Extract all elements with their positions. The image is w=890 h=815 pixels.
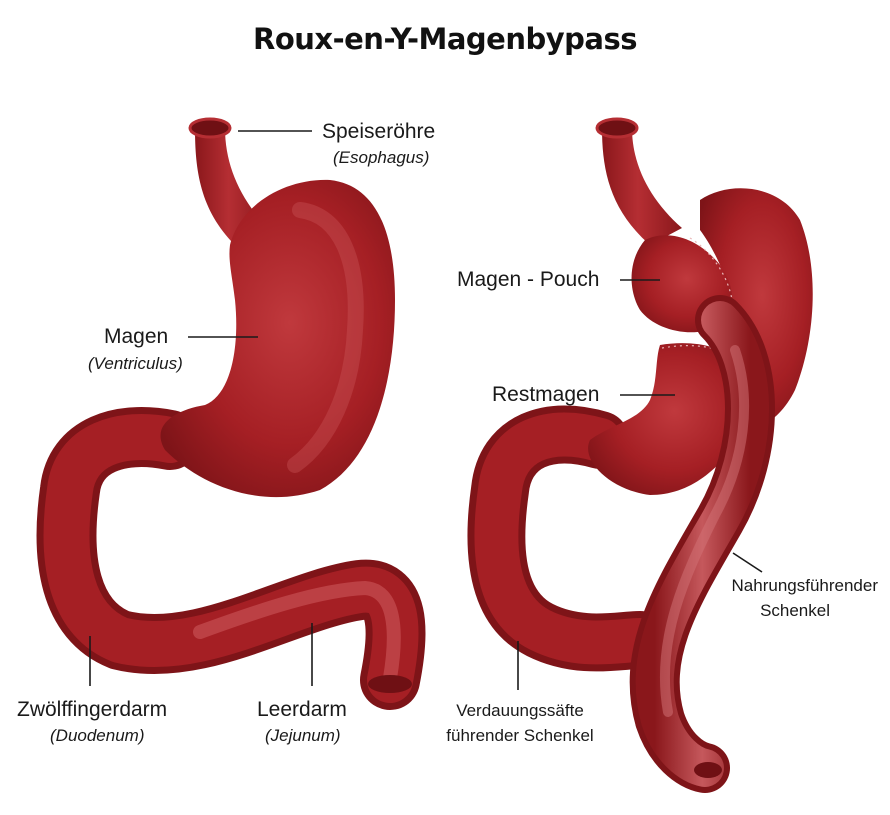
- esophagus-tube-bypass: [602, 128, 682, 245]
- leader-alimentary-limb: [732, 552, 763, 573]
- stomach-body: [160, 179, 395, 498]
- label-duodenum: Zwölffingerdarm: [17, 698, 168, 721]
- label-alimentary-limb-line1: Nahrungsführender: [731, 576, 878, 595]
- leader-lines: [89, 130, 763, 690]
- label-jejunum: Leerdarm: [257, 698, 347, 721]
- label-duodenum-latin: (Duodenum): [50, 726, 145, 745]
- jejunum-end: [368, 675, 412, 693]
- label-jejunum-latin: (Jejunum): [265, 726, 341, 745]
- remnant-stomach-body: [588, 343, 745, 495]
- label-biliopancreatic-limb-line1: Verdauungssäfte: [456, 701, 584, 720]
- label-esophagus-latin: (Esophagus): [333, 148, 430, 167]
- esophagus-opening: [188, 117, 232, 139]
- diagram-title: Roux-en-Y-Magenbypass: [252, 22, 638, 56]
- label-gastric-pouch: Magen - Pouch: [457, 268, 600, 291]
- label-alimentary-limb-line2: Schenkel: [760, 601, 830, 620]
- label-remnant-stomach: Restmagen: [492, 383, 600, 406]
- bypass-anatomy: [467, 117, 813, 793]
- remnant-stomach-fundus: [700, 188, 813, 427]
- label-stomach-latin: (Ventriculus): [88, 354, 183, 373]
- normal-anatomy: [36, 117, 426, 710]
- label-biliopancreatic-limb-line2: führender Schenkel: [446, 726, 594, 745]
- label-esophagus: Speiseröhre: [322, 120, 436, 143]
- label-stomach: Magen: [104, 325, 169, 348]
